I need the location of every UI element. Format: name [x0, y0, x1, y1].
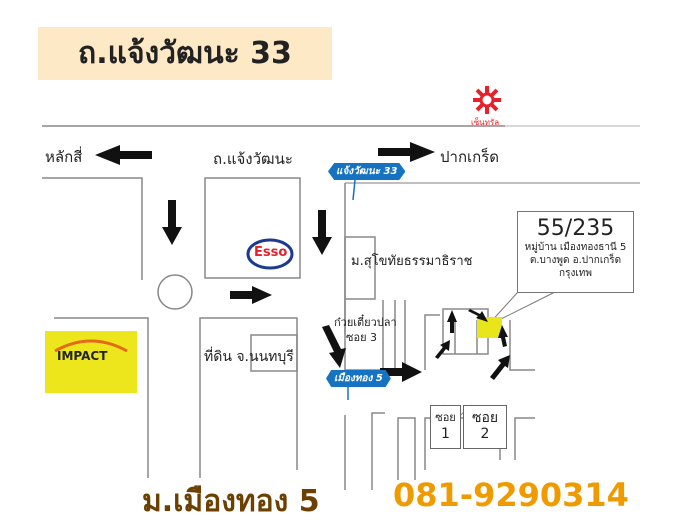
roundabout	[157, 274, 193, 310]
address-line: กรุงเทพ	[559, 268, 592, 279]
arrow-up-right-icon	[435, 340, 450, 359]
house-location-marker	[477, 317, 502, 338]
arrow-up-icon	[447, 310, 457, 333]
arrow-left-icon	[95, 145, 152, 165]
street-sign-muangthong-5: เมืองทอง 5	[326, 370, 391, 387]
central-logo-icon	[473, 86, 501, 114]
address-line: หมู่บ้าน เมืองทองธานี 5	[524, 242, 627, 253]
arrow-down-right-icon	[322, 325, 346, 368]
address-line: ต.บางพูด อ.ปากเกร็ด	[529, 255, 622, 266]
label-laksi: หลักสี่	[45, 148, 83, 166]
page-title: ถ.แจ้งวัฒนะ 33	[38, 27, 332, 80]
esso-logo	[246, 238, 294, 270]
arrow-right-icon	[380, 362, 422, 382]
label-sukhothai-university: ม.สุโขทัยธรรมาธิราช	[351, 254, 473, 269]
arrow-down-icon	[312, 210, 332, 255]
soi-label: ซอย	[435, 411, 456, 424]
central-logo-text: เซ็นทรัล	[471, 118, 500, 127]
label-nonthaburi-land: ที่ดิน จ.นนทบุรี	[204, 349, 294, 365]
label-noodle-shop: ก๋วยเตี๋ยวปลา	[334, 316, 397, 329]
soi-number: 2	[480, 426, 490, 442]
label-soi-3: ซอย 3	[346, 331, 378, 344]
street-sign-chaengwattana-33: แจ้งวัฒนะ 33	[328, 163, 406, 180]
impact-arc-icon	[54, 339, 128, 353]
soi-number: 1	[441, 426, 450, 442]
arrow-right-icon	[378, 142, 435, 162]
impact-logo-text: IMPACT	[57, 349, 108, 363]
arrow-curve-icon	[468, 309, 488, 322]
soi-2-box: ซอย 2	[463, 405, 507, 449]
phone-number: 081-9290314	[393, 476, 629, 514]
esso-logo-text: Esso	[254, 245, 288, 260]
arrow-up-right-icon	[490, 355, 510, 380]
village-name: ม.เมืองทอง 5	[142, 484, 320, 519]
soi-1-box: ซอย 1	[430, 405, 461, 449]
arrow-down-icon	[162, 200, 182, 245]
house-number: 55/235	[536, 216, 615, 241]
soi-label: ซอย	[471, 410, 499, 426]
impact-logo: IMPACT	[45, 331, 137, 393]
label-pakkret: ปากเกร็ด	[440, 148, 500, 166]
arrow-up-icon	[498, 325, 508, 347]
address-box: 55/235 หมู่บ้าน เมืองทองธานี 5 ต.บางพูด …	[517, 211, 634, 293]
arrow-right-icon	[230, 286, 272, 304]
label-chaengwattana: ถ.แจ้งวัฒนะ	[213, 150, 293, 168]
